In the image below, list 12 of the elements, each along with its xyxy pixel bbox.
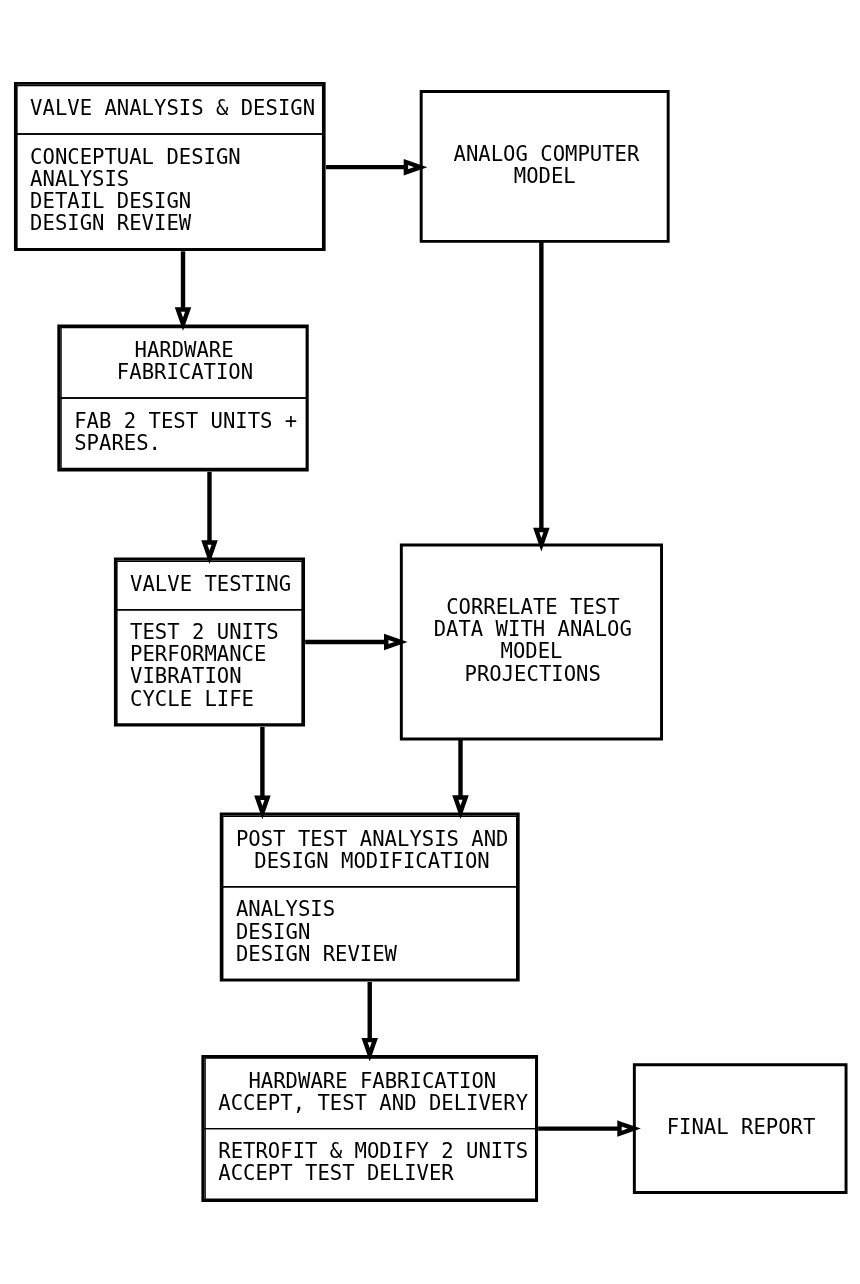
node-box: CORRELATE TEST DATA WITH ANALOG MODEL PROJECTIONS	[399, 543, 663, 741]
arrow	[538, 1120, 641, 1137]
arrow	[361, 981, 378, 1062]
node-box: ANALOG COMPUTER MODEL	[419, 89, 670, 243]
arrow	[201, 471, 218, 564]
arrow	[326, 158, 428, 176]
arrow	[305, 633, 408, 651]
arrow	[174, 251, 192, 331]
node-box: FINAL REPORT	[632, 1063, 848, 1195]
arrow	[533, 241, 550, 552]
arrow	[254, 726, 271, 820]
arrow	[452, 739, 469, 819]
